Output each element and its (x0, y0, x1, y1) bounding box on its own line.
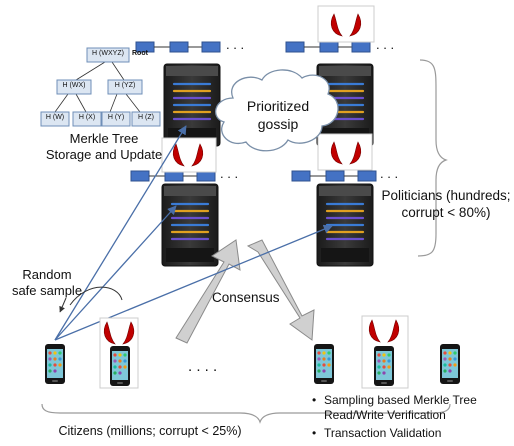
gossip-cloud (215, 69, 339, 152)
gossip-label-line1: Prioritized (246, 98, 310, 114)
random-sample-pointer (59, 297, 67, 313)
merkle-leaf-y (101, 111, 131, 127)
merkle-leaf-x (72, 111, 102, 127)
consensus-arrow-down (246, 239, 315, 341)
merkle-node-yz-text: H (YZ) (114, 82, 136, 89)
merkle-tree (40, 47, 161, 127)
bullet-sampling: Sampling based Merkle Tree (312, 393, 477, 408)
merkle-node-wx-text: H (WX) (62, 82, 86, 89)
citizens-label: Citizens (millions; corrupt < 25%) (58, 424, 242, 438)
chain-ellipsis-top-left: . . . (226, 37, 245, 52)
politicians-label-line2: corrupt < 80%) (401, 205, 491, 220)
citizens-brace (41, 403, 451, 424)
random-sample-line1: Random (22, 267, 72, 282)
politicians-label-line1: Politicians (hundreds; (381, 188, 511, 203)
chain-ellipsis-mid-left: . . . (220, 166, 239, 181)
bullet-verification: Read/Write Verification (324, 408, 446, 422)
merkle-node-yz (107, 79, 143, 95)
merkle-root-node (86, 47, 130, 63)
chain-ellipsis-mid-right: . . . (380, 166, 399, 181)
gossip-label-line2: gossip (257, 116, 299, 132)
merkle-leaf-w-text: H (W) (45, 114, 65, 121)
consensus-arrow-up (175, 239, 241, 344)
corrupt-horns-mid-right (317, 133, 373, 171)
corrupt-horns-mid-left (161, 137, 217, 173)
merkle-leaf-z (131, 111, 161, 127)
random-sample-arc (69, 286, 123, 306)
merkle-root-text: H (WXYZ) (92, 50, 124, 57)
chain-ellipsis-top-right: . . . (376, 37, 395, 52)
merkle-node-wx (56, 79, 92, 95)
merkle-leaf-x-text: H (X) (78, 114, 96, 121)
random-sample-line2: safe sample (11, 283, 83, 298)
merkle-leaf-y-text: H (Y) (107, 114, 125, 121)
merkle-leaf-w (40, 111, 70, 127)
bullet-transaction: Transaction Validation (312, 426, 441, 441)
corrupt-horns-top-right (317, 5, 375, 43)
merkle-caption-line1: Merkle Tree (69, 131, 139, 146)
merkle-leaf-z-text: H (Z) (138, 114, 154, 121)
consensus-label: Consensus (212, 290, 280, 305)
merkle-caption-line2: Storage and Update (45, 147, 163, 162)
phones-ellipsis: . . . . (188, 358, 218, 375)
merkle-root-label: Root (132, 50, 148, 57)
politicians-brace (417, 59, 448, 257)
